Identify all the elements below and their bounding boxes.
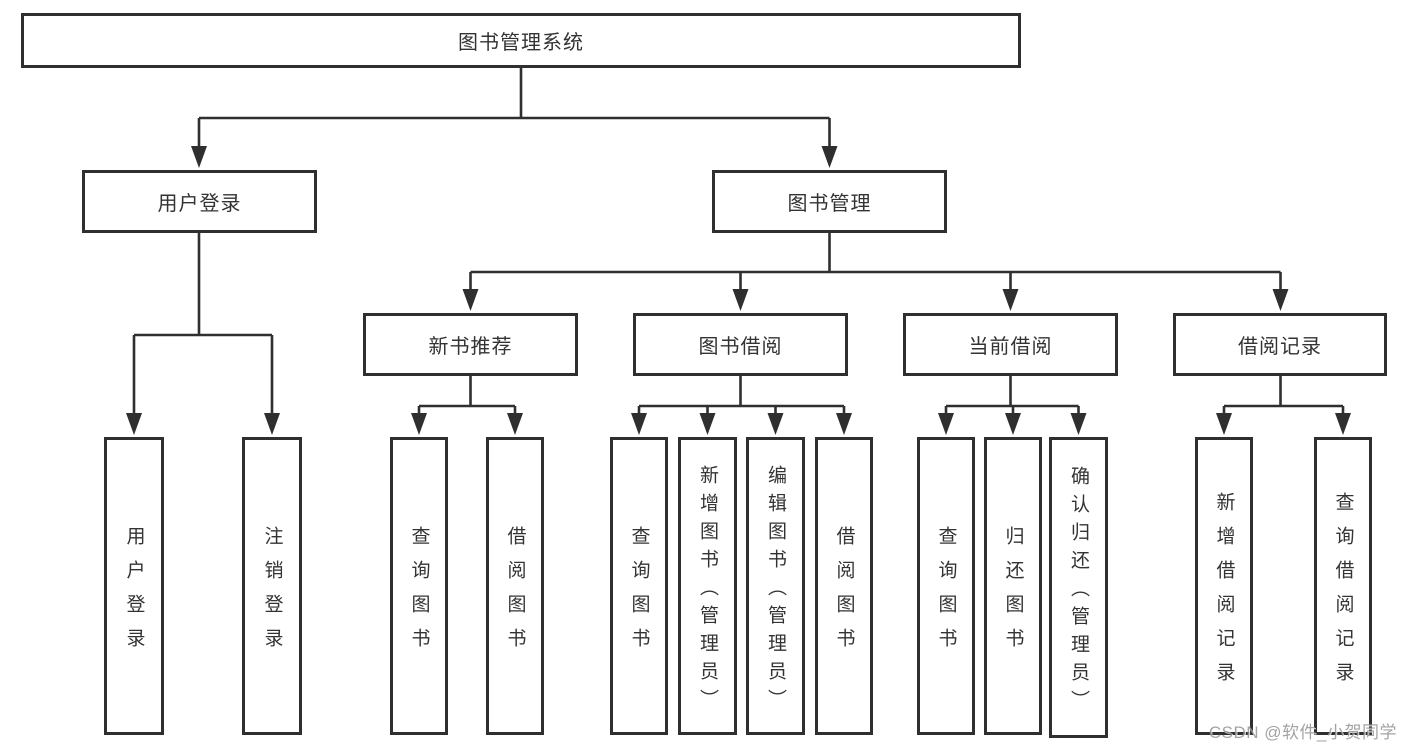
node-book-borrow: 图书借阅 [633, 313, 848, 376]
arrowhead-group [126, 146, 1351, 435]
arrow-down-icon [631, 413, 647, 435]
leaf-return-book: 归还图书 [984, 437, 1042, 735]
connector-current-borrow-branch [944, 376, 1080, 416]
arrow-down-icon [1005, 413, 1021, 435]
node-root-label: 图书管理系统 [458, 32, 584, 54]
leaf-add-book-admin: 新增图书（管理员） [678, 437, 737, 735]
leaf-borrow-books-recommend-label: 借阅图书 [504, 525, 526, 662]
arrow-down-icon [264, 413, 280, 435]
arrow-down-icon [1216, 413, 1232, 435]
connector-new-book-branch [417, 376, 517, 416]
arrow-down-icon [836, 413, 852, 435]
arrow-down-icon [126, 413, 142, 435]
leaf-borrow-books-borrow: 借阅图书 [815, 437, 873, 735]
leaf-logout: 注销登录 [242, 437, 302, 735]
leaf-user-login: 用户登录 [104, 437, 164, 735]
leaf-edit-book-admin-label: 编辑图书（管理员） [765, 464, 786, 717]
leaf-query-books-borrow: 查询图书 [610, 437, 668, 735]
leaf-logout-label: 注销登录 [261, 525, 283, 662]
leaf-edit-book-admin: 编辑图书（管理员） [746, 437, 805, 735]
leaf-query-borrow-record-label: 查询借阅记录 [1332, 491, 1354, 696]
csdn-watermark: CSDN @软件_小贺同学 [1208, 723, 1397, 742]
leaf-query-books-borrow-label: 查询图书 [628, 525, 650, 662]
arrow-down-icon [1272, 289, 1289, 311]
arrow-down-icon [1002, 289, 1019, 311]
leaf-query-books-current: 查询图书 [917, 437, 975, 735]
leaf-confirm-return-admin-label: 确认归还（管理员） [1068, 466, 1089, 718]
node-book-management-label: 图书管理 [787, 193, 872, 215]
node-borrow-records: 借阅记录 [1173, 313, 1387, 376]
arrow-down-icon [1335, 413, 1351, 435]
node-root: 图书管理系统 [21, 13, 1021, 68]
arrow-down-icon [507, 413, 523, 435]
leaf-query-books-recommend-label: 查询图书 [408, 525, 430, 662]
arrow-down-icon [767, 413, 784, 435]
node-book-management: 图书管理 [712, 170, 947, 233]
connector-book-management-branch [469, 233, 1282, 293]
node-user-login: 用户登录 [82, 170, 317, 233]
arrow-down-icon [1070, 413, 1087, 435]
leaf-user-login-label: 用户登录 [123, 525, 145, 662]
leaf-borrow-books-borrow-label: 借阅图书 [833, 525, 855, 662]
arrow-down-icon [821, 146, 838, 168]
node-current-borrow: 当前借阅 [903, 313, 1118, 376]
leaf-confirm-return-admin: 确认归还（管理员） [1049, 437, 1108, 738]
node-current-borrow-label: 当前借阅 [968, 336, 1053, 358]
connector-borrow-records-branch [1222, 376, 1345, 416]
arrow-down-icon [732, 289, 749, 311]
leaf-query-borrow-record: 查询借阅记录 [1314, 437, 1372, 735]
connector-root-to-level2 [197, 68, 831, 148]
arrow-down-icon [699, 413, 716, 435]
node-book-borrow-label: 图书借阅 [698, 336, 783, 358]
leaf-query-books-recommend: 查询图书 [390, 437, 448, 735]
connector-book-borrow-branch [637, 376, 846, 416]
node-user-login-label: 用户登录 [157, 193, 242, 215]
arrow-down-icon [462, 289, 479, 311]
node-new-book-recommend: 新书推荐 [363, 313, 578, 376]
node-new-book-recommend-label: 新书推荐 [428, 336, 513, 358]
arrow-down-icon [191, 146, 207, 168]
connector-user-login-branch [132, 233, 274, 416]
leaf-add-borrow-record: 新增借阅记录 [1195, 437, 1253, 735]
node-borrow-records-label: 借阅记录 [1238, 336, 1322, 358]
arrow-down-icon [938, 413, 954, 435]
leaf-add-book-admin-label: 新增图书（管理员） [697, 464, 718, 717]
leaf-add-borrow-record-label: 新增借阅记录 [1213, 491, 1235, 696]
leaf-return-book-label: 归还图书 [1002, 525, 1024, 662]
leaf-borrow-books-recommend: 借阅图书 [486, 437, 544, 735]
leaf-query-books-current-label: 查询图书 [935, 525, 957, 662]
arrow-down-icon [411, 413, 427, 435]
